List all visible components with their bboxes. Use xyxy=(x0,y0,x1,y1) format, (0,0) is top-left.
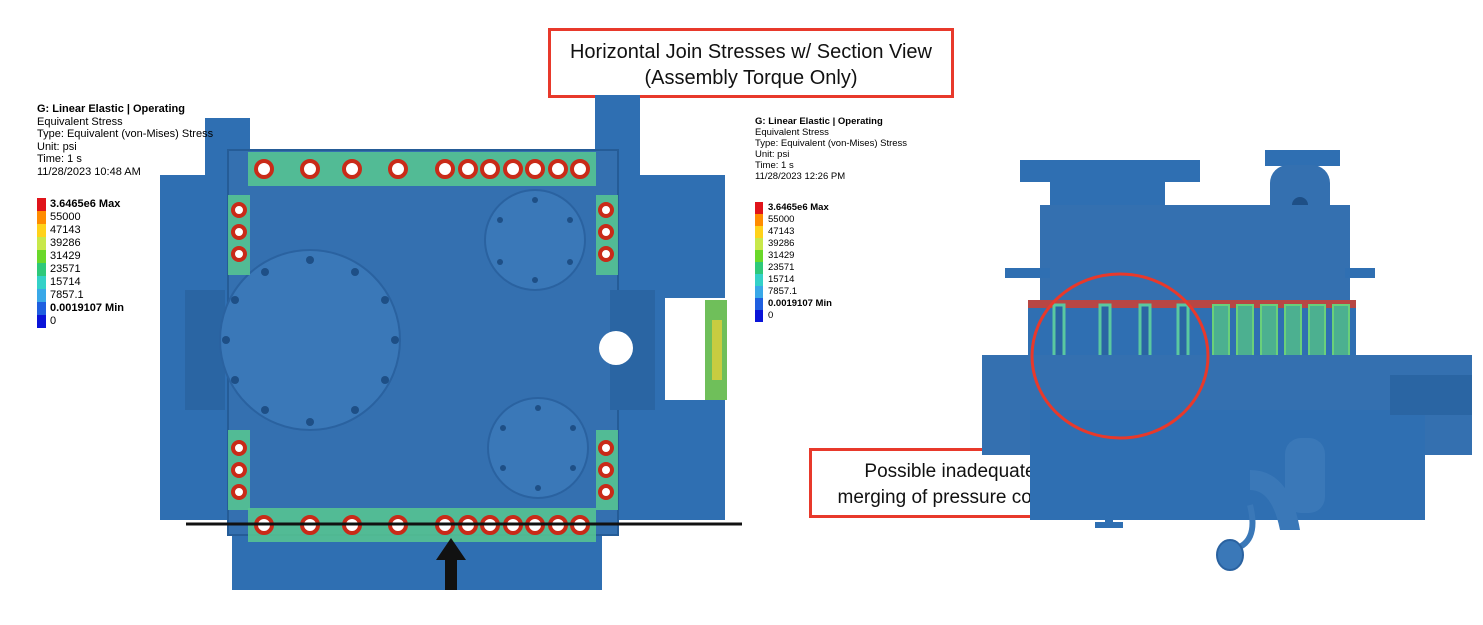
scale-swatch xyxy=(37,198,46,211)
legend-right-line-1: Type: Equivalent (von-Mises) Stress xyxy=(755,138,908,149)
scale-label: 31429 xyxy=(768,250,795,261)
scale-label: 47143 xyxy=(50,224,81,236)
title-callout: Horizontal Join Stresses w/ Section View… xyxy=(548,28,954,98)
scale-swatch xyxy=(755,286,763,298)
scale-swatch xyxy=(755,298,763,310)
scale-swatch xyxy=(755,310,763,322)
scale-label: 31429 xyxy=(50,250,81,262)
note-callout-line2: merging of pressure cones xyxy=(837,487,1063,508)
scale-swatch xyxy=(37,315,46,328)
scale-label: 47143 xyxy=(768,226,795,237)
scale-swatch xyxy=(37,289,46,302)
legend-right-line-4: 11/28/2023 12:26 PM xyxy=(755,171,846,182)
scale-swatch xyxy=(37,276,46,289)
legend-right: G: Linear Elastic | Operating Equivalent… xyxy=(755,116,907,182)
scale-swatch xyxy=(755,202,763,214)
scale-label: 7857.1 xyxy=(768,286,798,297)
legend-left: G: Linear Elastic | Operating Equivalent… xyxy=(37,103,213,178)
scale-swatch xyxy=(755,250,763,262)
scale-label: 3.6465e6 Max xyxy=(50,198,121,210)
legend-right-line-3: Time: 1 s xyxy=(755,160,794,171)
scale-swatch xyxy=(37,237,46,250)
legend-left-line-1: Type: Equivalent (von-Mises) Stress xyxy=(37,128,214,140)
title-callout-line1: Horizontal Join Stresses w/ Section View xyxy=(569,41,932,63)
scale-label: 39286 xyxy=(768,238,795,249)
legend-left-line-3: Time: 1 s xyxy=(37,153,82,165)
note-callout-line1: Possible inadequate xyxy=(864,461,1036,482)
legend-left-line-0: Equivalent Stress xyxy=(37,115,123,128)
scale-swatch xyxy=(37,263,46,276)
scale-swatch xyxy=(755,274,763,286)
legend-left-line-2: Unit: psi xyxy=(37,140,77,153)
scale-swatch xyxy=(755,214,763,226)
scale-label: 7857.1 xyxy=(50,289,84,301)
right-model xyxy=(982,150,1472,571)
legend-left-header: G: Linear Elastic | Operating xyxy=(37,103,185,115)
scale-label: 23571 xyxy=(50,263,81,275)
scale-swatch xyxy=(37,211,46,224)
legend-right-line-2: Unit: psi xyxy=(755,149,790,160)
scale-swatch xyxy=(37,302,46,315)
scale-label: 0 xyxy=(50,315,57,327)
scale-swatch xyxy=(37,250,46,263)
scale-swatch xyxy=(755,238,763,250)
scale-label: 0.0019107 Min xyxy=(50,302,124,314)
scale-label: 55000 xyxy=(768,214,795,225)
left-model xyxy=(160,95,742,590)
scale-label: 39286 xyxy=(50,237,81,249)
legend-right-line-0: Equivalent Stress xyxy=(755,127,829,138)
scale-label: 0 xyxy=(768,310,774,321)
scale-swatch xyxy=(755,226,763,238)
scale-label: 3.6465e6 Max xyxy=(768,202,829,213)
scale-label: 55000 xyxy=(50,211,81,223)
scale-label: 15714 xyxy=(768,274,795,285)
title-callout-line2: (Assembly Torque Only) xyxy=(644,67,858,89)
legend-left-line-4: 11/28/2023 10:48 AM xyxy=(37,165,141,178)
scale-swatch xyxy=(755,262,763,274)
scale-label: 23571 xyxy=(768,262,795,273)
scale-swatch xyxy=(37,224,46,237)
scale-label: 15714 xyxy=(50,276,81,288)
scale-label: 0.0019107 Min xyxy=(768,298,832,309)
legend-right-header: G: Linear Elastic | Operating xyxy=(755,116,883,127)
